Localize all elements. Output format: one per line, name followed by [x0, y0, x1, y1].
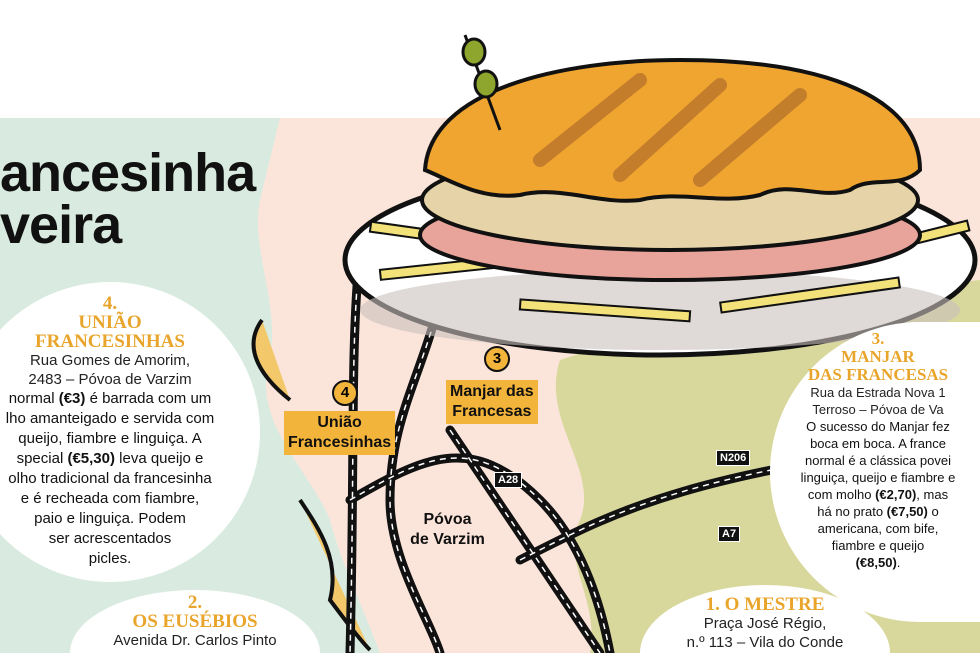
road-label-a7: A7 — [718, 526, 741, 542]
place-card-uniao: 4. UNIÃO FRANCESINHAS Rua Gomes de Amori… — [0, 282, 260, 582]
place-description: normal (€3) é barrada com um lho amantei… — [5, 390, 215, 567]
place-address: Avenida Dr. Carlos Pinto — [113, 632, 277, 649]
place-name: DAS FRANCESAS — [807, 365, 949, 384]
road-label-n206: N206 — [716, 450, 751, 466]
page-title-line2: veira — [0, 195, 122, 255]
place-address: Rua da Estrada Nova 1 — [810, 385, 946, 400]
place-address: Praça José Régio, — [703, 615, 827, 632]
place-number: 4. — [102, 293, 118, 314]
place-name: UNIÃO — [78, 312, 142, 333]
map-marker-3[interactable]: 3 — [484, 346, 510, 372]
place-address: 2483 – Póvoa de Varzim — [28, 371, 192, 388]
place-address: Terroso – Póvoa de Va — [812, 402, 944, 417]
place-number: 1. — [705, 594, 720, 615]
place-number: 2. — [187, 592, 203, 613]
francesinha-plate-illustration — [342, 34, 978, 358]
road-label-a28: A28 — [494, 472, 523, 488]
place-number: 3. — [871, 329, 885, 348]
place-name: FRANCESINHAS — [35, 331, 185, 352]
place-address: Rua Gomes de Amorim, — [29, 352, 191, 369]
place-name: OS EUSÉBIOS — [132, 611, 258, 632]
place-card-mestre: 1. O MESTRE Praça José Régio, n.º 113 – … — [640, 585, 890, 653]
place-name: MANJAR — [841, 347, 915, 366]
page-title-line1: ancesinha — [0, 143, 256, 203]
place-address: n.º 113 – Vila do Conde — [686, 634, 844, 651]
place-card-eusebios: 2. OS EUSÉBIOS Avenida Dr. Carlos Pinto — [70, 590, 320, 653]
map-marker-4[interactable]: 4 — [332, 380, 358, 406]
place-name: O MESTRE — [724, 594, 825, 615]
